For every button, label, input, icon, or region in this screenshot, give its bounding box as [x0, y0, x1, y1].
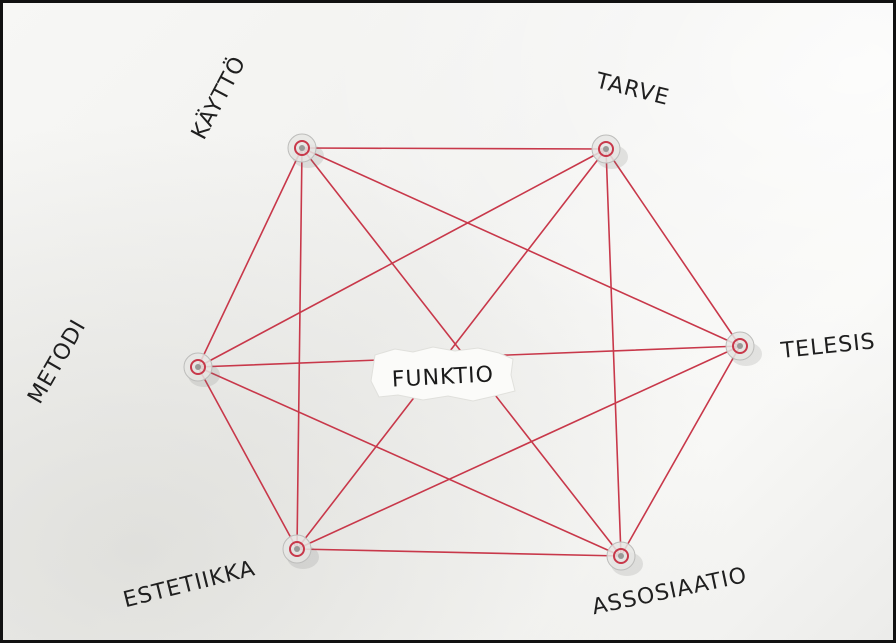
pin-core — [195, 364, 201, 370]
string-telesis-assosiaatio — [621, 346, 740, 556]
pin-core — [299, 145, 305, 151]
label-metodi: METODI — [23, 315, 91, 408]
label-tarve: TARVE — [592, 68, 672, 111]
pin-core — [737, 343, 743, 349]
pin-core — [603, 146, 609, 152]
string-kaytto-metodi — [198, 148, 302, 367]
string-kaytto-estetiikka — [297, 148, 302, 549]
pin-assosiaatio — [607, 542, 643, 576]
center-label: FUNKTIO — [391, 362, 494, 392]
string-kaytto-telesis — [302, 148, 740, 346]
string-kaytto-tarve — [302, 148, 606, 149]
pin-kaytto — [288, 134, 324, 168]
label-assosiaatio: ASSOSIAATIO — [590, 563, 750, 620]
string-tarve-assosiaatio — [606, 149, 621, 556]
string-assosiaatio-estetiikka — [297, 549, 621, 556]
function-complex-diagram: FUNKTIO KÄYTTÖ TARVE TELESIS ASSOSIAATIO… — [3, 3, 896, 643]
string-telesis-estetiikka — [297, 346, 740, 549]
label-kaytto: KÄYTTÖ — [186, 52, 252, 144]
pin-tarve — [592, 135, 628, 169]
string-estetiikka-metodi — [198, 367, 297, 549]
center-paper: FUNKTIO — [371, 347, 515, 401]
label-estetiikka: ESTETIIKKA — [121, 556, 258, 613]
pin-core — [618, 553, 624, 559]
pin-estetiikka — [283, 535, 319, 569]
string-tarve-estetiikka — [297, 149, 606, 549]
pin-core — [294, 546, 300, 552]
label-telesis: TELESIS — [779, 329, 877, 364]
